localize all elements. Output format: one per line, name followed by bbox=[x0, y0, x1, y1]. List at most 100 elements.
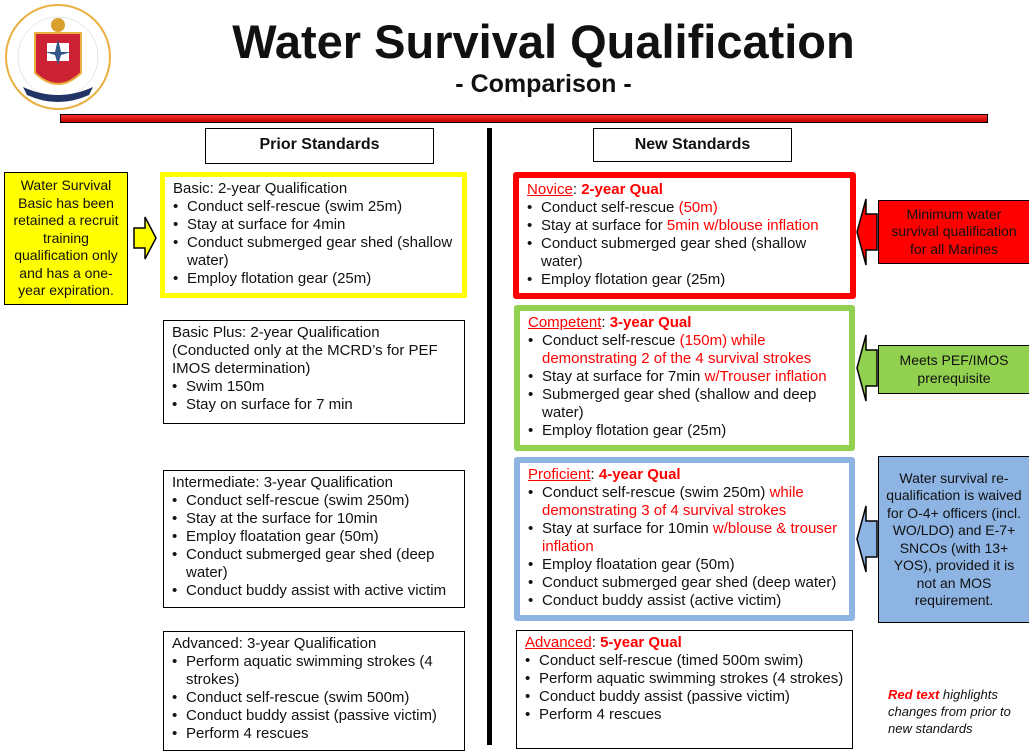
list-item: Conduct self-rescue (swim 500m) bbox=[172, 689, 456, 707]
bullet-text: Conduct submerged gear shed (deep water) bbox=[186, 546, 435, 581]
bullet-list: Swim 150mStay on surface for 7 min bbox=[172, 378, 456, 414]
bullet-text: Swim 150m bbox=[186, 378, 265, 395]
box-title: Intermediate: 3-year Qualification bbox=[172, 474, 456, 492]
bullet-list: Conduct self-rescue (swim 250m) while de… bbox=[528, 484, 841, 610]
list-item: Conduct buddy assist (passive victim) bbox=[172, 707, 456, 725]
bullet-text: Employ flotation gear (25m) bbox=[541, 271, 726, 288]
bullet-text: Stay at surface for 4min bbox=[187, 216, 346, 233]
page-subtitle: - Comparison - bbox=[455, 70, 632, 98]
legend-rest-text: highlights changes from prior to new sta… bbox=[888, 687, 1011, 736]
prior-basic-plus-box: Basic Plus: 2-year Qualification (Conduc… bbox=[163, 320, 465, 424]
list-item: Stay at surface for 7min w/Trouser infla… bbox=[528, 368, 841, 386]
new-proficient-box: Proficient: 4-year QualConduct self-resc… bbox=[514, 457, 855, 621]
bullet-text: Conduct submerged gear shed (deep water) bbox=[542, 574, 837, 591]
box-title: Novice: 2-year Qual bbox=[527, 181, 842, 199]
list-item: Conduct self-rescue (50m) bbox=[527, 199, 842, 217]
list-item: Perform 4 rescues bbox=[525, 706, 844, 724]
bullet-text: Conduct self-rescue bbox=[542, 332, 680, 349]
list-item: Employ flotation gear (25m) bbox=[527, 271, 842, 289]
title-segment: : bbox=[601, 314, 610, 331]
title-divider-bar bbox=[60, 114, 988, 123]
box-title: Competent: 3-year Qual bbox=[528, 314, 841, 332]
bullet-text: Conduct buddy assist (active victim) bbox=[542, 592, 782, 609]
bullet-text: Stay at surface for 7min bbox=[542, 368, 705, 385]
bullet-text: (50m) bbox=[678, 199, 718, 216]
prior-basic-box: Basic: 2-year QualificationConduct self-… bbox=[160, 172, 467, 298]
bullet-text: Conduct self-rescue (swim 250m) bbox=[186, 492, 410, 509]
legend-note: Red text highlights changes from prior t… bbox=[888, 686, 1023, 737]
title-segment: 3-year Qual bbox=[609, 314, 692, 331]
column-divider bbox=[487, 128, 492, 745]
bullet-text: Employ flotation gear (25m) bbox=[187, 270, 372, 287]
list-item: Conduct self-rescue (swim 250m) bbox=[172, 492, 456, 510]
bullet-text: Perform 4 rescues bbox=[186, 725, 309, 742]
list-item: Conduct buddy assist with active victim bbox=[172, 582, 456, 600]
title-segment: Basic: 2-year Qualification bbox=[173, 180, 348, 197]
list-item: Employ floatation gear (50m) bbox=[172, 528, 456, 546]
list-item: Conduct self-rescue (timed 500m swim) bbox=[525, 652, 844, 670]
bullet-list: Conduct self-rescue (150m) while demonst… bbox=[528, 332, 841, 440]
bullet-text: while demonstrating 3 of 4 survival stro… bbox=[542, 484, 804, 519]
bullet-text: Conduct self-rescue (swim 250m) bbox=[542, 484, 770, 501]
bullet-list: Conduct self-rescue (timed 500m swim)Per… bbox=[525, 652, 844, 724]
novice-callout: Minimum water survival qualification for… bbox=[878, 200, 1029, 264]
bullet-text: Employ floatation gear (50m) bbox=[542, 556, 735, 573]
title-segment: : bbox=[590, 466, 599, 483]
left-arrow-icon bbox=[856, 505, 878, 573]
title-segment: : bbox=[591, 634, 601, 651]
new-competent-box: Competent: 3-year QualConduct self-rescu… bbox=[514, 305, 855, 451]
title-segment: Proficient bbox=[528, 466, 591, 483]
prior-standards-header: Prior Standards bbox=[205, 128, 434, 164]
page-title: Water Survival Qualification bbox=[232, 15, 855, 68]
list-item: Conduct self-rescue (swim 250m) while de… bbox=[528, 484, 841, 520]
bullet-text: Conduct self-rescue bbox=[541, 199, 679, 216]
list-item: Conduct buddy assist (active victim) bbox=[528, 592, 841, 610]
bullet-text: w/blouse & trouser inflation bbox=[542, 520, 838, 555]
title-segment: : bbox=[572, 181, 582, 198]
bullet-text: Conduct self-rescue (swim 500m) bbox=[186, 689, 410, 706]
title-segment: Novice bbox=[527, 181, 573, 198]
new-novice-box: Novice: 2-year QualConduct self-rescue (… bbox=[513, 172, 856, 299]
bullet-text: Conduct submerged gear shed (shallow wat… bbox=[187, 234, 453, 269]
title-segment: Intermediate: 3-year Qualification bbox=[172, 474, 393, 491]
title-segment: Basic Plus: 2-year Qualification (Conduc… bbox=[172, 324, 438, 377]
basic-callout-text: Water Survival Basic has been retained a… bbox=[13, 177, 119, 299]
bullet-text: Stay at surface for bbox=[541, 217, 667, 234]
list-item: Stay at surface for 5min w/blouse inflat… bbox=[527, 217, 842, 235]
list-item: Stay at surface for 4min bbox=[173, 216, 454, 234]
bullet-text: Submerged gear shed (shallow and deep wa… bbox=[542, 386, 817, 421]
bullet-text: Conduct self-rescue (swim 25m) bbox=[187, 198, 403, 215]
bullet-text: Perform aquatic swimming strokes (4 stro… bbox=[539, 670, 844, 687]
title-segment: Advanced bbox=[525, 634, 592, 651]
bullet-text: Conduct submerged gear shed (shallow wat… bbox=[541, 235, 807, 270]
right-arrow-icon bbox=[133, 216, 157, 260]
list-item: Conduct submerged gear shed (shallow wat… bbox=[173, 234, 454, 270]
list-item: Perform aquatic swimming strokes (4 stro… bbox=[172, 653, 456, 689]
list-item: Conduct self-rescue (swim 25m) bbox=[173, 198, 454, 216]
box-title: Basic: 2-year Qualification bbox=[173, 180, 454, 198]
list-item: Stay at surface for 10min w/blouse & tro… bbox=[528, 520, 841, 556]
tecom-logo bbox=[5, 3, 111, 111]
bullet-text: Perform aquatic swimming strokes (4 stro… bbox=[186, 653, 433, 688]
competent-callout-text: Meets PEF/IMOS prerequisite bbox=[899, 352, 1009, 386]
bullet-text: 5min w/blouse inflation bbox=[666, 217, 819, 234]
list-item: Swim 150m bbox=[172, 378, 456, 396]
bullet-text: Employ floatation gear (50m) bbox=[186, 528, 379, 545]
bullet-text: Perform 4 rescues bbox=[539, 706, 662, 723]
list-item: Perform aquatic swimming strokes (4 stro… bbox=[525, 670, 844, 688]
bullet-list: Conduct self-rescue (50m)Stay at surface… bbox=[527, 199, 842, 289]
competent-callout: Meets PEF/IMOS prerequisite bbox=[878, 345, 1029, 394]
prior-advanced-box: Advanced: 3-year QualificationPerform aq… bbox=[163, 631, 465, 751]
legend-red-text: Red text bbox=[888, 687, 940, 702]
bullet-text: Conduct buddy assist with active victim bbox=[186, 582, 447, 599]
novice-callout-text: Minimum water survival qualification for… bbox=[891, 205, 1017, 257]
bullet-text: Employ flotation gear (25m) bbox=[542, 422, 727, 439]
proficient-callout: Water survival re-qualification is waive… bbox=[878, 456, 1029, 623]
bullet-text: (150m) while demonstrating 2 of the 4 su… bbox=[542, 332, 812, 367]
bullet-text: Stay on surface for 7 min bbox=[186, 396, 353, 413]
left-arrow-icon bbox=[856, 334, 878, 402]
box-title: Basic Plus: 2-year Qualification (Conduc… bbox=[172, 324, 456, 378]
basic-callout: Water Survival Basic has been retained a… bbox=[4, 172, 128, 305]
bullet-text: Conduct self-rescue (timed 500m swim) bbox=[539, 652, 804, 669]
list-item: Employ flotation gear (25m) bbox=[173, 270, 454, 288]
